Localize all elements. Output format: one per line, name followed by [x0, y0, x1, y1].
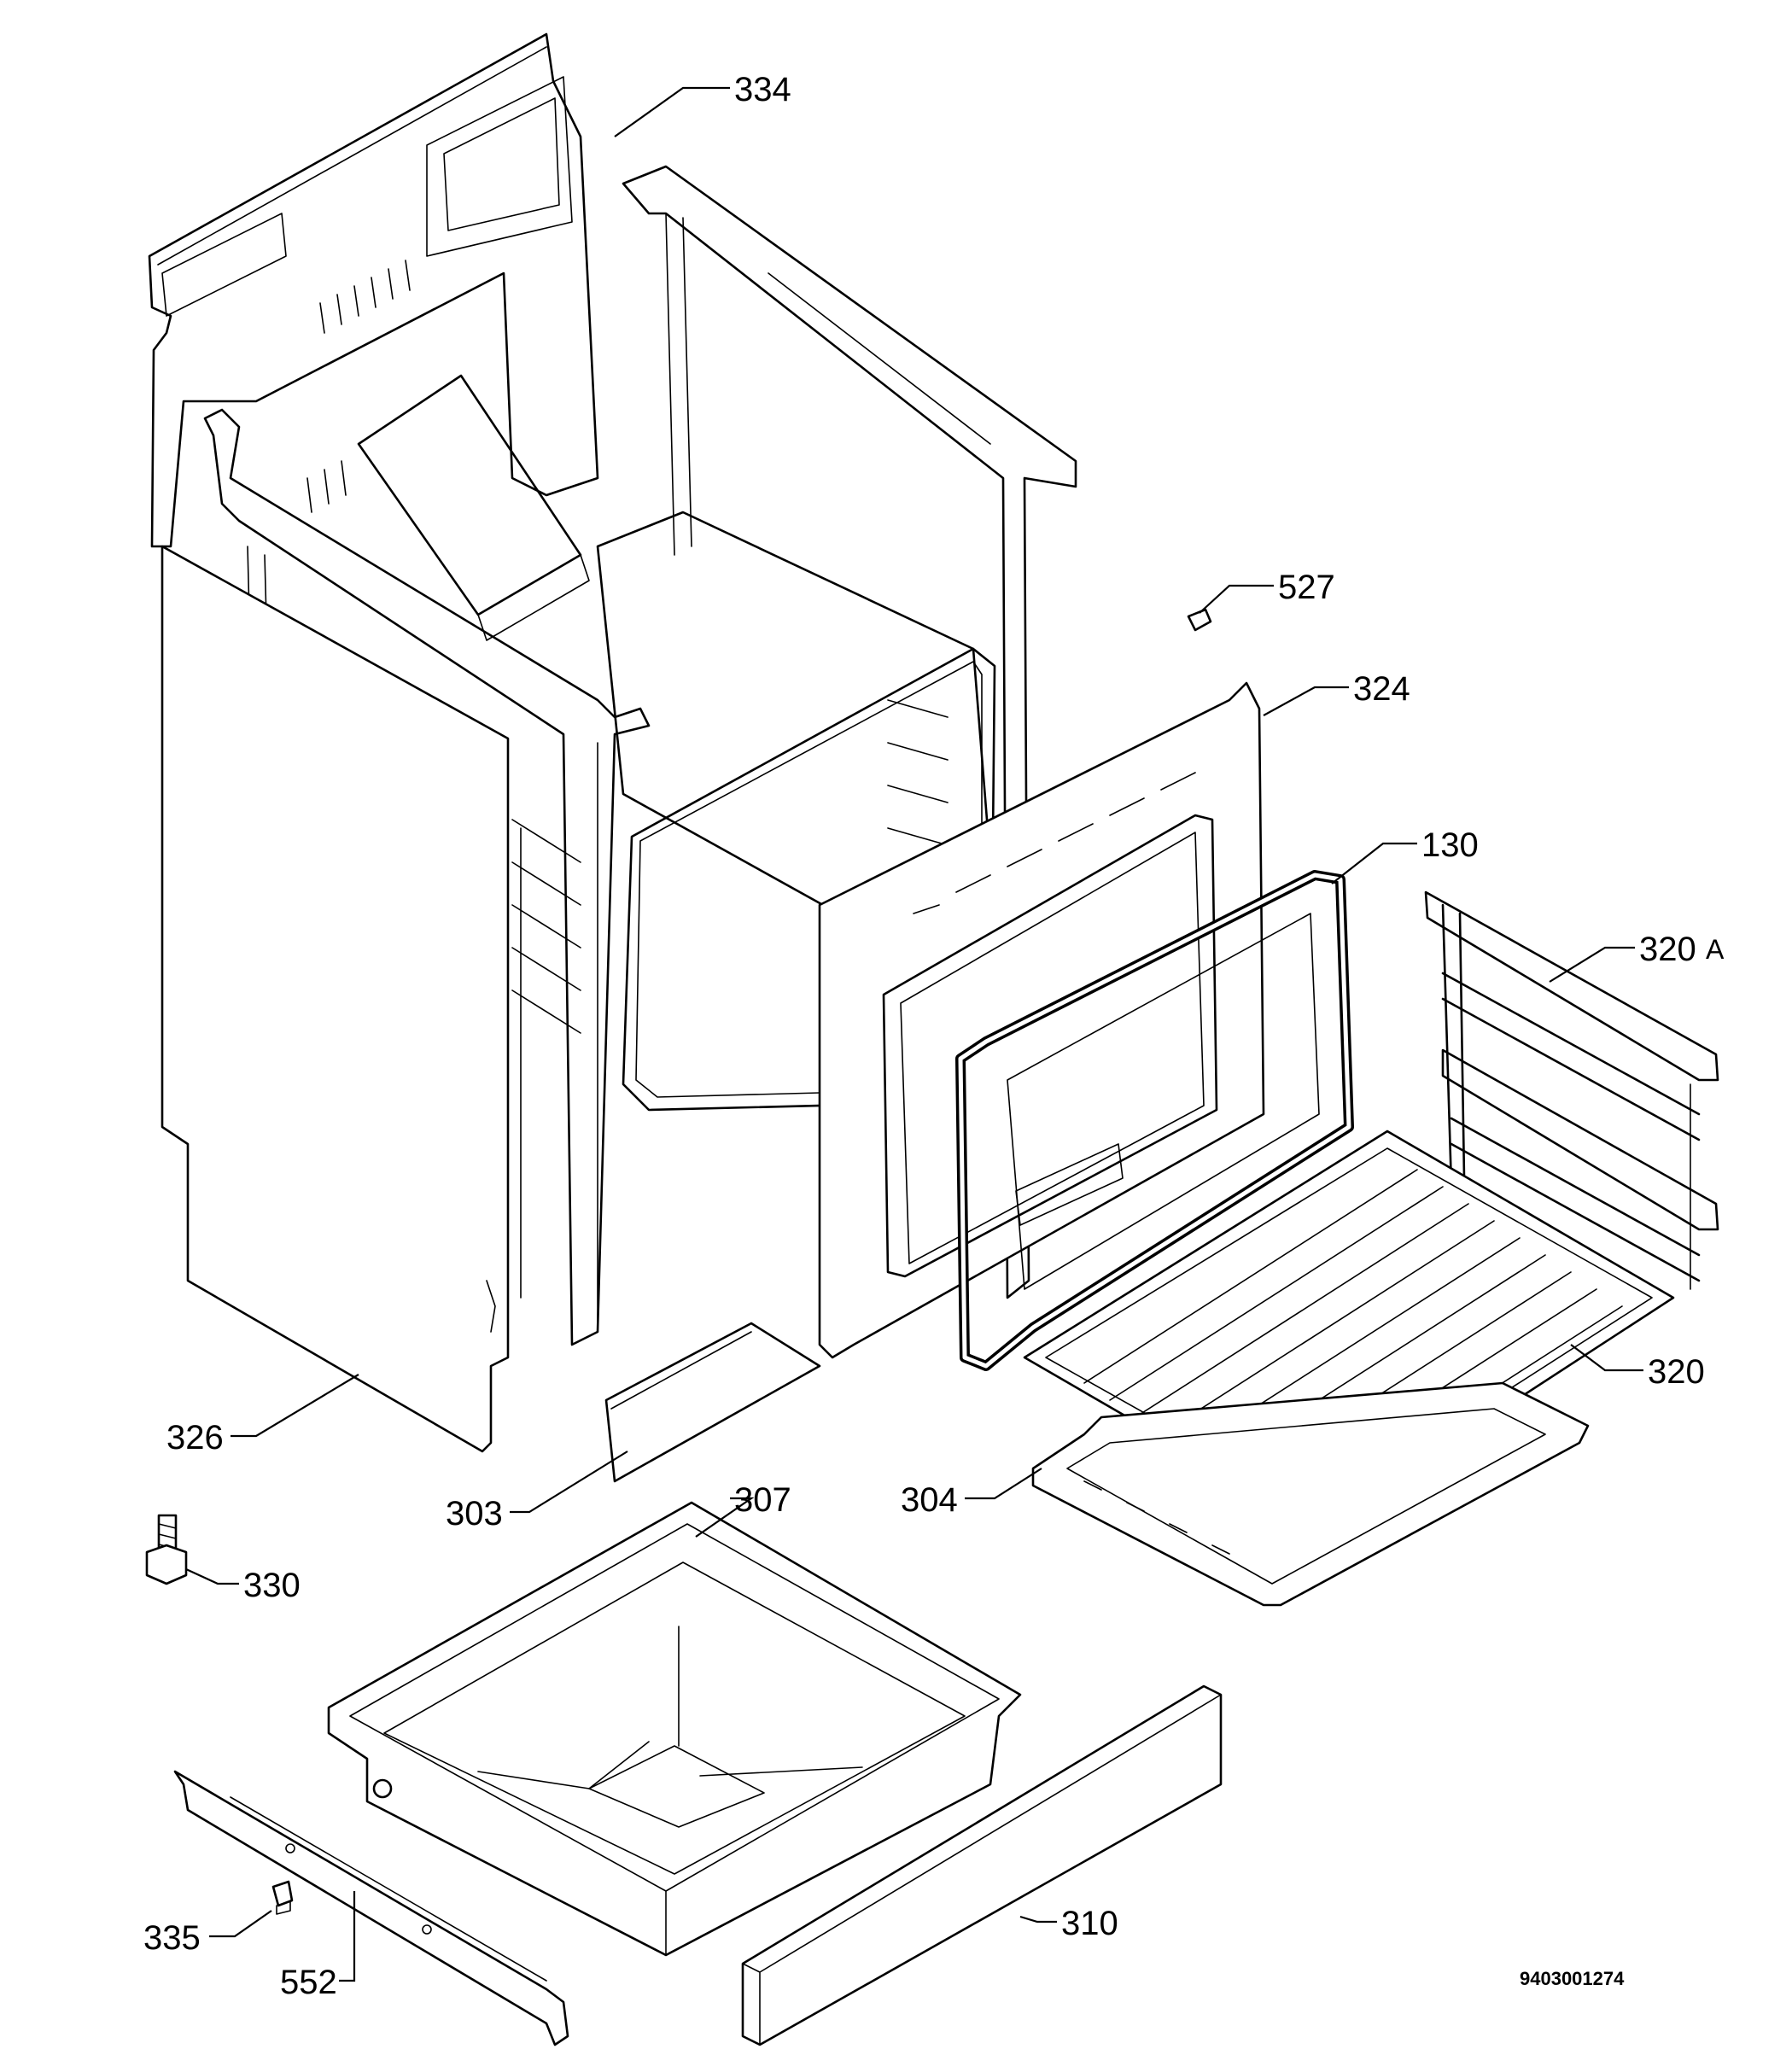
part-number-labels: 334 527 324 130 320 A 320 326 303 307 30…: [143, 71, 1725, 2001]
label-303: 303: [446, 1495, 503, 1532]
label-310: 310: [1061, 1905, 1118, 1942]
filter-strip: [604, 1322, 821, 1483]
screw-335: [271, 1880, 294, 1915]
label-304: 304: [901, 1481, 958, 1519]
label-334: 334: [734, 71, 791, 108]
label-324: 324: [1353, 670, 1410, 708]
door-seal: [955, 870, 1354, 1371]
label-130: 130: [1421, 826, 1479, 864]
label-320a: 320: [1639, 931, 1696, 968]
label-326: 326: [166, 1419, 224, 1456]
side-panel: [161, 545, 510, 1453]
back-panel: [148, 32, 599, 548]
shelf-support-rails: [1424, 890, 1719, 1290]
label-527: 527: [1278, 569, 1335, 606]
label-320a-suffix: A: [1706, 934, 1725, 965]
label-335: 335: [143, 1919, 201, 1957]
label-307: 307: [734, 1481, 791, 1519]
storage-drawer: [327, 1501, 1022, 1957]
label-320: 320: [1648, 1353, 1705, 1391]
leader-lines: [185, 86, 1643, 1982]
drawer-front-panel: [741, 1684, 1223, 2046]
document-number: 9403001274: [1520, 1968, 1625, 1989]
label-552: 552: [280, 1964, 337, 2001]
label-330: 330: [243, 1567, 301, 1604]
baking-tray: [1031, 1381, 1590, 1607]
drawer-slide-rail: [173, 1770, 569, 2046]
adjusting-bolt: [145, 1514, 188, 1585]
